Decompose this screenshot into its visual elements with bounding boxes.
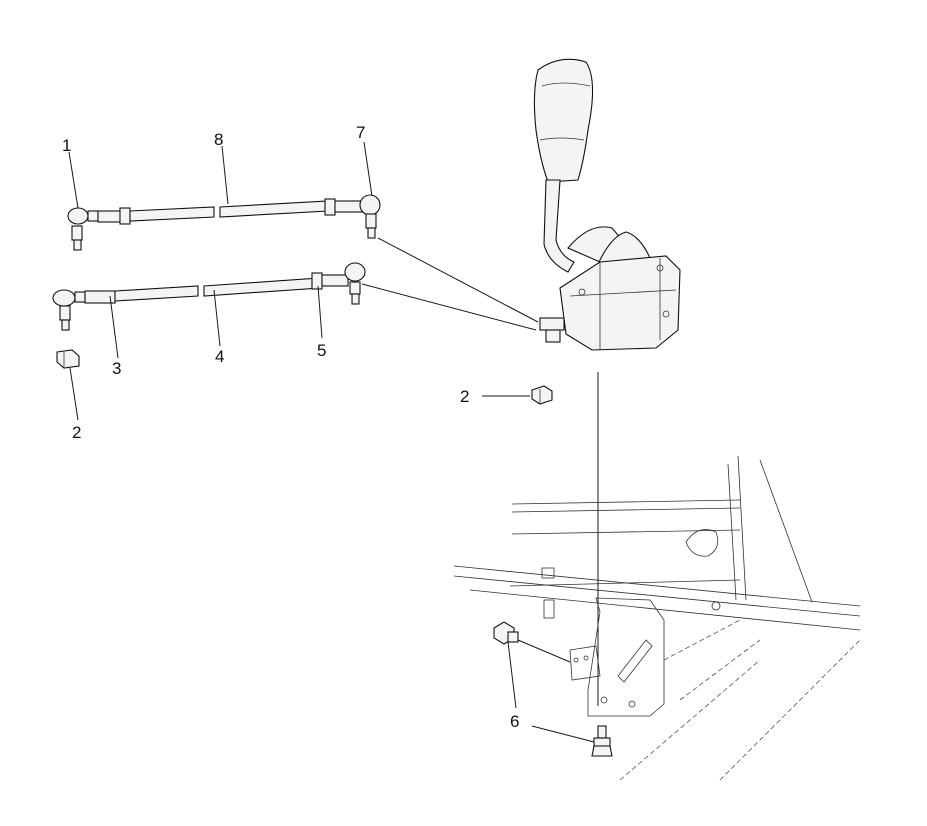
- callout-3: 3: [112, 359, 121, 378]
- nut-left: [56, 349, 80, 369]
- callout-1: 1: [62, 136, 71, 155]
- gear-shift-assembly: [533, 58, 681, 351]
- upper-linkage-rod: [67, 194, 381, 251]
- callout-4: 4: [215, 347, 224, 366]
- ball-joint-1: [67, 207, 99, 251]
- callout-5: 5: [317, 341, 326, 360]
- bolt-lower: [591, 725, 613, 757]
- callout-6: 6: [510, 712, 519, 731]
- lower-linkage-rod: [52, 262, 366, 331]
- callout-2-right: 2: [460, 387, 469, 406]
- callout-2-left: 2: [72, 423, 81, 442]
- ball-joint-lower-right: [344, 262, 366, 305]
- vehicle-frame: [453, 455, 861, 781]
- ball-joint-7: [359, 194, 381, 239]
- ball-joint-lower-left: [52, 289, 86, 331]
- bolt-upper: [493, 621, 519, 645]
- callout-8: 8: [214, 130, 223, 149]
- callout-7: 7: [356, 123, 365, 142]
- nut-right: [531, 385, 553, 405]
